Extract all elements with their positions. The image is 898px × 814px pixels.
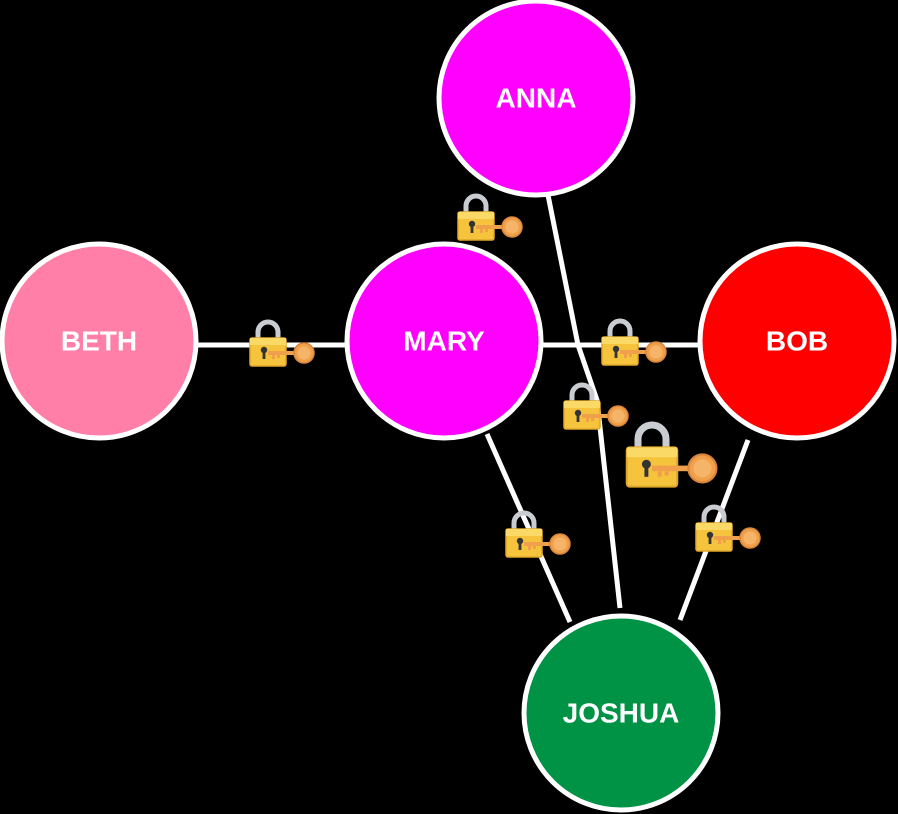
node-circle [0, 241, 199, 441]
edge-anna-joshua [545, 194, 623, 609]
node-label: JOSHUA [563, 698, 680, 729]
lock-key-icon [696, 507, 760, 551]
node-label: ANNA [496, 83, 577, 114]
edge-mary-joshua [484, 432, 573, 624]
node-circle [697, 241, 897, 441]
node-label: BOB [766, 326, 828, 357]
node-joshua: JOSHUA [521, 613, 721, 813]
lock-key-icon [250, 322, 314, 366]
lock-key-icon [602, 321, 666, 365]
node-bob: BOB [697, 241, 897, 441]
node-label: MARY [403, 326, 485, 357]
node-beth: BETH [0, 241, 199, 441]
node-circle [436, 0, 636, 198]
lock-key-icon [627, 425, 717, 487]
node-circle [521, 613, 721, 813]
node-anna: ANNA [436, 0, 636, 198]
node-circle [344, 241, 544, 441]
node-mary: MARY [344, 241, 544, 441]
node-label: BETH [61, 326, 137, 357]
lock-key-icon [458, 196, 522, 240]
lock-key-icon [506, 513, 570, 557]
